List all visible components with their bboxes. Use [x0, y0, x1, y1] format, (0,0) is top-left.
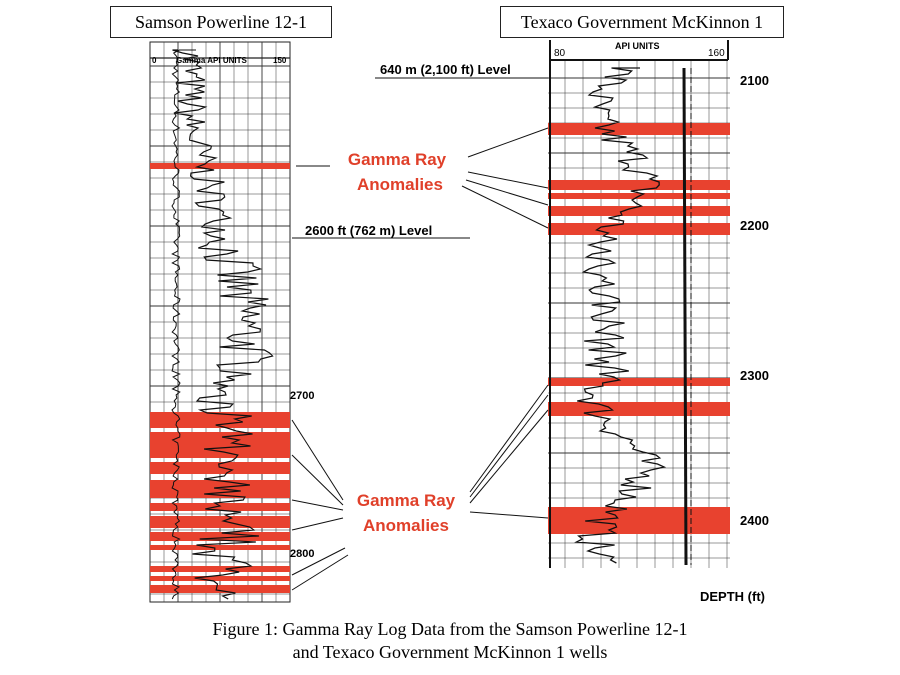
anomaly-band: [150, 412, 290, 428]
left-scale-min: 0: [152, 56, 157, 65]
anomaly-band: [150, 576, 290, 581]
left-level-label: 2600 ft (762 m) Level: [305, 223, 432, 238]
right-scale-min: 80: [554, 48, 566, 59]
left-scale-label: Gamma API UNITS: [176, 56, 247, 65]
anomaly-band: [150, 462, 290, 474]
right-depth-2100: 2100: [740, 73, 769, 88]
right-level-label: 640 m (2,100 ft) Level: [380, 62, 511, 77]
anomaly-band: [150, 503, 290, 511]
anomaly-label-upper-line1: Gamma Ray: [348, 150, 447, 169]
left-gamma-curve: [171, 49, 274, 600]
reference-trace: [682, 67, 688, 566]
anomaly-band: [150, 432, 290, 458]
right-depth-2400: 2400: [740, 513, 769, 528]
anomaly-band: [150, 566, 290, 572]
gamma-trace: [172, 49, 274, 600]
anomaly-label-lower-line1: Gamma Ray: [357, 491, 456, 510]
left-depth-2700: 2700: [290, 390, 314, 402]
anomaly-band: [150, 516, 290, 528]
caption-line-1: Figure 1: Gamma Ray Log Data from the Sa…: [212, 619, 688, 639]
right-depth-axis-label: DEPTH (ft): [700, 589, 765, 604]
right-scale-max: 160: [708, 48, 725, 59]
anomaly-band: [548, 507, 730, 534]
right-well-title: Texaco Government McKinnon 1: [500, 6, 784, 38]
anomaly-band: [548, 206, 730, 216]
caption-line-2: and Texaco Government McKinnon 1 wells: [292, 642, 608, 662]
anomaly-label-upper-line2: Anomalies: [357, 175, 443, 194]
anomaly-band: [548, 378, 730, 386]
leader-lines-upper: [296, 127, 549, 229]
left-depth-2800: 2800: [290, 548, 314, 560]
anomaly-band: [548, 223, 730, 235]
anomaly-band: [548, 180, 730, 190]
right-gamma-curve: [574, 67, 692, 566]
anomaly-label-lower-line2: Anomalies: [363, 516, 449, 535]
right-depth-2200: 2200: [740, 218, 769, 233]
anomaly-band: [150, 163, 290, 169]
right-scale-label: API UNITS: [615, 41, 660, 51]
secondary-trace: [171, 49, 196, 600]
anomaly-band: [548, 123, 730, 135]
left-well-title: Samson Powerline 12-1: [110, 6, 332, 38]
gamma-trace: [574, 67, 667, 564]
anomaly-band: [548, 402, 730, 416]
anomaly-band: [150, 585, 290, 593]
anomaly-band: [150, 545, 290, 550]
figure-caption: Figure 1: Gamma Ray Log Data from the Sa…: [0, 618, 900, 664]
left-scale-max: 150: [273, 56, 287, 65]
right-log-panel: API UNITS 80 160 2100 2200 2300 2400 DEP…: [548, 40, 769, 604]
anomaly-band: [150, 532, 290, 541]
right-depth-2300: 2300: [740, 368, 769, 383]
left-anomaly-bands: [150, 163, 290, 593]
left-log-panel: 0 Gamma API UNITS 150 2700 2800: [149, 41, 314, 603]
leader-lines-lower: [291, 384, 549, 591]
